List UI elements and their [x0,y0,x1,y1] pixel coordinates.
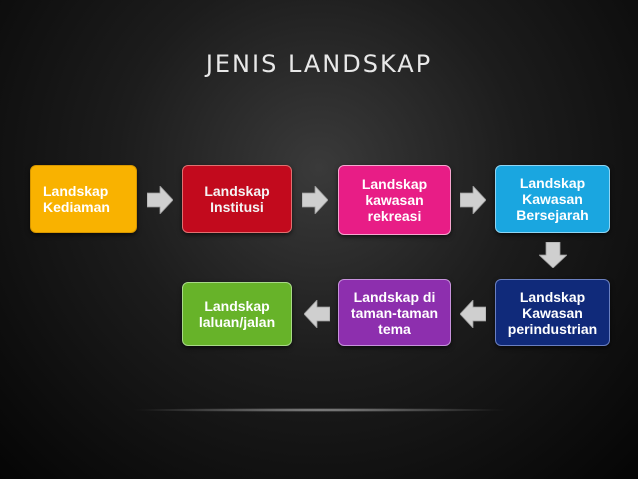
arrow-right-icon [460,186,486,214]
box-landskap-laluan-jalan: Landskap laluan/jalan [182,282,292,346]
box-label: Landskap Kediaman [43,183,110,215]
box-label: Landskap Institusi [204,183,270,215]
arrow-right-icon [302,186,328,214]
box-label: Landskap di taman-taman tema [350,288,439,337]
arrow-right-icon [147,186,173,214]
box-label: Landskap Kawasan Bersejarah [516,175,589,223]
box-label: Landskap kawasan rekreasi [361,176,428,224]
floor-reflection [130,408,510,412]
box-landskap-kawasan-bersejarah: Landskap Kawasan Bersejarah [495,165,610,233]
page-title: JENIS LANDSKAP [205,50,433,78]
box-landskap-kawasan-perindustrian: Landskap Kawasan perindustrian [495,279,610,346]
box-landskap-taman-tema: Landskap di taman-taman tema [338,279,451,346]
arrow-down-icon [539,242,567,268]
box-landskap-kawasan-rekreasi: Landskap kawasan rekreasi [338,165,451,235]
arrow-left-icon [304,300,330,328]
box-label: Landskap Kawasan perindustrian [507,288,598,337]
box-landskap-kediaman: Landskap Kediaman [30,165,137,233]
box-landskap-institusi: Landskap Institusi [182,165,292,233]
arrow-left-icon [460,300,486,328]
box-label: Landskap laluan/jalan [198,298,276,330]
